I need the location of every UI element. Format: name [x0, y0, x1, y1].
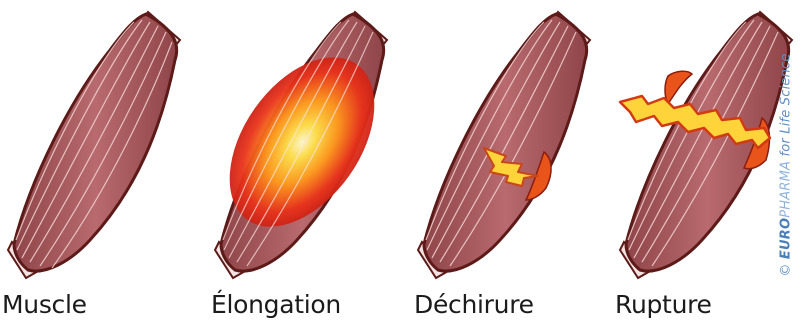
muscle-elongation — [200, 12, 404, 278]
label-dechirure: Déchirure — [414, 290, 534, 319]
muscle-rupture — [620, 12, 792, 278]
muscle-tear-belly — [424, 14, 587, 271]
credit-prefix: © — [779, 259, 794, 277]
label-elongation: Élongation — [211, 290, 341, 319]
muscle-normal — [8, 12, 180, 278]
label-muscle: Muscle — [2, 290, 87, 319]
label-rupture: Rupture — [615, 290, 712, 319]
muscle-normal-belly — [14, 14, 177, 271]
credit-brand-light: PHARMA — [779, 161, 794, 218]
image-credit: © EUROPHARMA for Life Science — [779, 53, 794, 276]
credit-suffix: for Life Science — [779, 53, 794, 161]
credit-brand-bold: EURO — [779, 218, 794, 259]
muscle-tear — [418, 12, 590, 278]
